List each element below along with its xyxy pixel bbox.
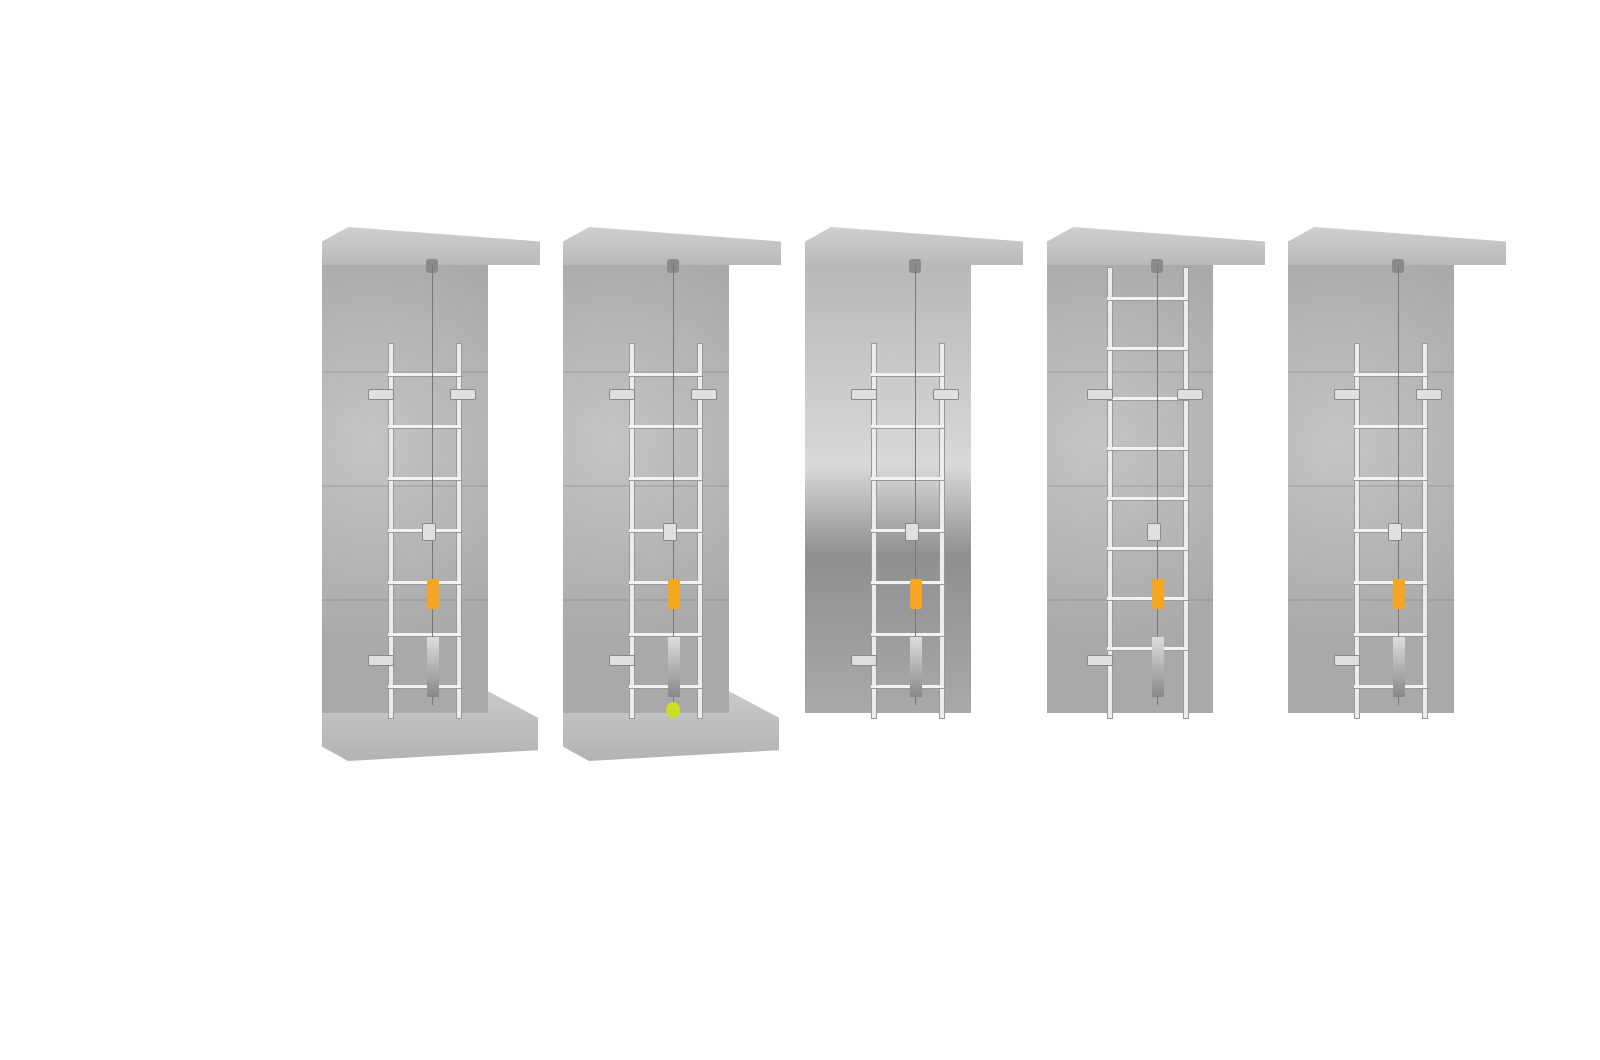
wall-bracket	[691, 389, 717, 400]
shock-absorber	[427, 579, 439, 609]
fall-arrester	[668, 637, 680, 697]
ladder-rung	[1107, 647, 1188, 651]
ladder-rung	[629, 425, 702, 429]
ladder-rung	[871, 633, 944, 637]
fall-arrester	[1393, 637, 1405, 697]
shock-absorber	[910, 579, 922, 609]
ladder-rung	[1354, 425, 1427, 429]
cable-guide	[663, 523, 677, 541]
cable-guide	[1388, 523, 1402, 541]
wall	[322, 263, 488, 713]
safety-cable	[432, 265, 433, 705]
ladder-rung	[388, 581, 461, 585]
wall-bracket	[368, 655, 394, 666]
ladder-rung	[388, 425, 461, 429]
safety-cable	[673, 265, 674, 705]
wall-bracket	[609, 389, 635, 400]
ladder-panel	[1047, 227, 1267, 767]
wall-bracket	[1334, 655, 1360, 666]
ladder-panel	[322, 227, 542, 767]
wall-bracket	[1087, 655, 1113, 666]
wall	[1288, 263, 1454, 713]
ladder-panel	[805, 227, 1025, 767]
wall	[563, 263, 729, 713]
ladder-panel	[1288, 227, 1508, 767]
ladder-rung	[871, 425, 944, 429]
ladder-rung	[1107, 447, 1188, 451]
ladder-rung	[1107, 497, 1188, 501]
ladder-rung	[388, 685, 461, 689]
ladder-rung	[1354, 633, 1427, 637]
ladder-rung	[1354, 581, 1427, 585]
ladder-rung	[388, 633, 461, 637]
fall-arrester	[910, 637, 922, 697]
safety-cable	[1398, 265, 1399, 705]
ladder-rung	[388, 373, 461, 377]
ladder-rail-right	[1183, 267, 1189, 719]
wall-bracket	[851, 389, 877, 400]
cable-guide	[1147, 523, 1161, 541]
cable-guide	[422, 523, 436, 541]
ladder-rung	[629, 633, 702, 637]
wall-bracket	[1416, 389, 1442, 400]
ladder-rung	[629, 581, 702, 585]
wall-bracket	[609, 655, 635, 666]
ladder-rung	[1107, 347, 1188, 351]
wall-bracket	[1087, 389, 1113, 400]
safety-cable	[1157, 265, 1158, 705]
ladder-rail-left	[1107, 267, 1113, 719]
ladder-rung	[1354, 685, 1427, 689]
ladder-rung	[871, 581, 944, 585]
cable-guide	[905, 523, 919, 541]
ladder-rung	[1107, 597, 1188, 601]
ladder-rung	[1107, 547, 1188, 551]
wall-bracket	[368, 389, 394, 400]
ladder-rung	[1107, 297, 1188, 301]
ladder-rung	[1354, 373, 1427, 377]
wall-bracket	[933, 389, 959, 400]
ladder-rung	[871, 373, 944, 377]
wall-bracket	[851, 655, 877, 666]
fall-arrester	[1152, 637, 1164, 697]
ladder-rung	[629, 685, 702, 689]
ladder-rung	[1107, 397, 1188, 401]
ladder-rung	[871, 685, 944, 689]
safety-cable	[915, 265, 916, 705]
wall-bracket	[1334, 389, 1360, 400]
ladder-rung	[388, 477, 461, 481]
wall-bracket	[1177, 389, 1203, 400]
carabiner	[666, 702, 680, 718]
shock-absorber	[1152, 579, 1164, 609]
ladder-rung	[629, 477, 702, 481]
wall-bracket	[450, 389, 476, 400]
shock-absorber	[668, 579, 680, 609]
ladder-panel	[563, 227, 783, 767]
fall-arrester	[427, 637, 439, 697]
ladder-rung	[871, 477, 944, 481]
ladder-rung	[629, 373, 702, 377]
shock-absorber	[1393, 579, 1405, 609]
wall	[805, 263, 971, 713]
ladder-rung	[1354, 477, 1427, 481]
